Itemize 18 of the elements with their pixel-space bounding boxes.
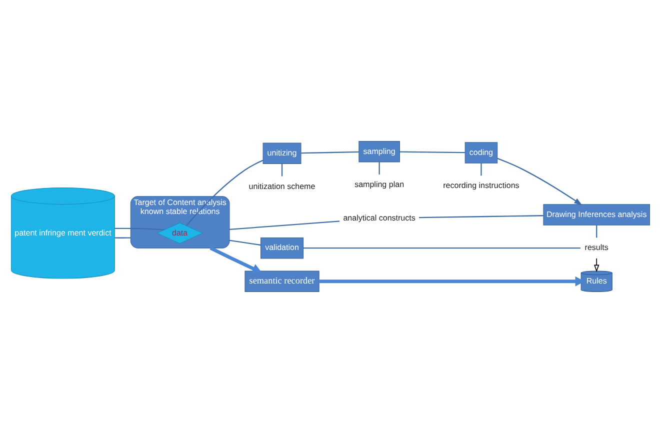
connector <box>378 162 380 175</box>
connector <box>301 151 359 154</box>
arrow <box>497 158 582 206</box>
arrow <box>594 258 600 272</box>
connector <box>114 228 164 230</box>
arrow <box>319 276 585 286</box>
connector <box>400 151 466 154</box>
arrow <box>210 246 262 274</box>
connector <box>186 160 264 226</box>
connector <box>229 220 340 230</box>
connector <box>480 163 482 176</box>
connector <box>114 237 131 238</box>
connector <box>596 225 598 238</box>
connector <box>419 215 544 218</box>
connector <box>229 240 261 246</box>
connector <box>303 248 580 249</box>
connector <box>281 164 283 176</box>
node-box: semantic recorder <box>244 270 320 292</box>
